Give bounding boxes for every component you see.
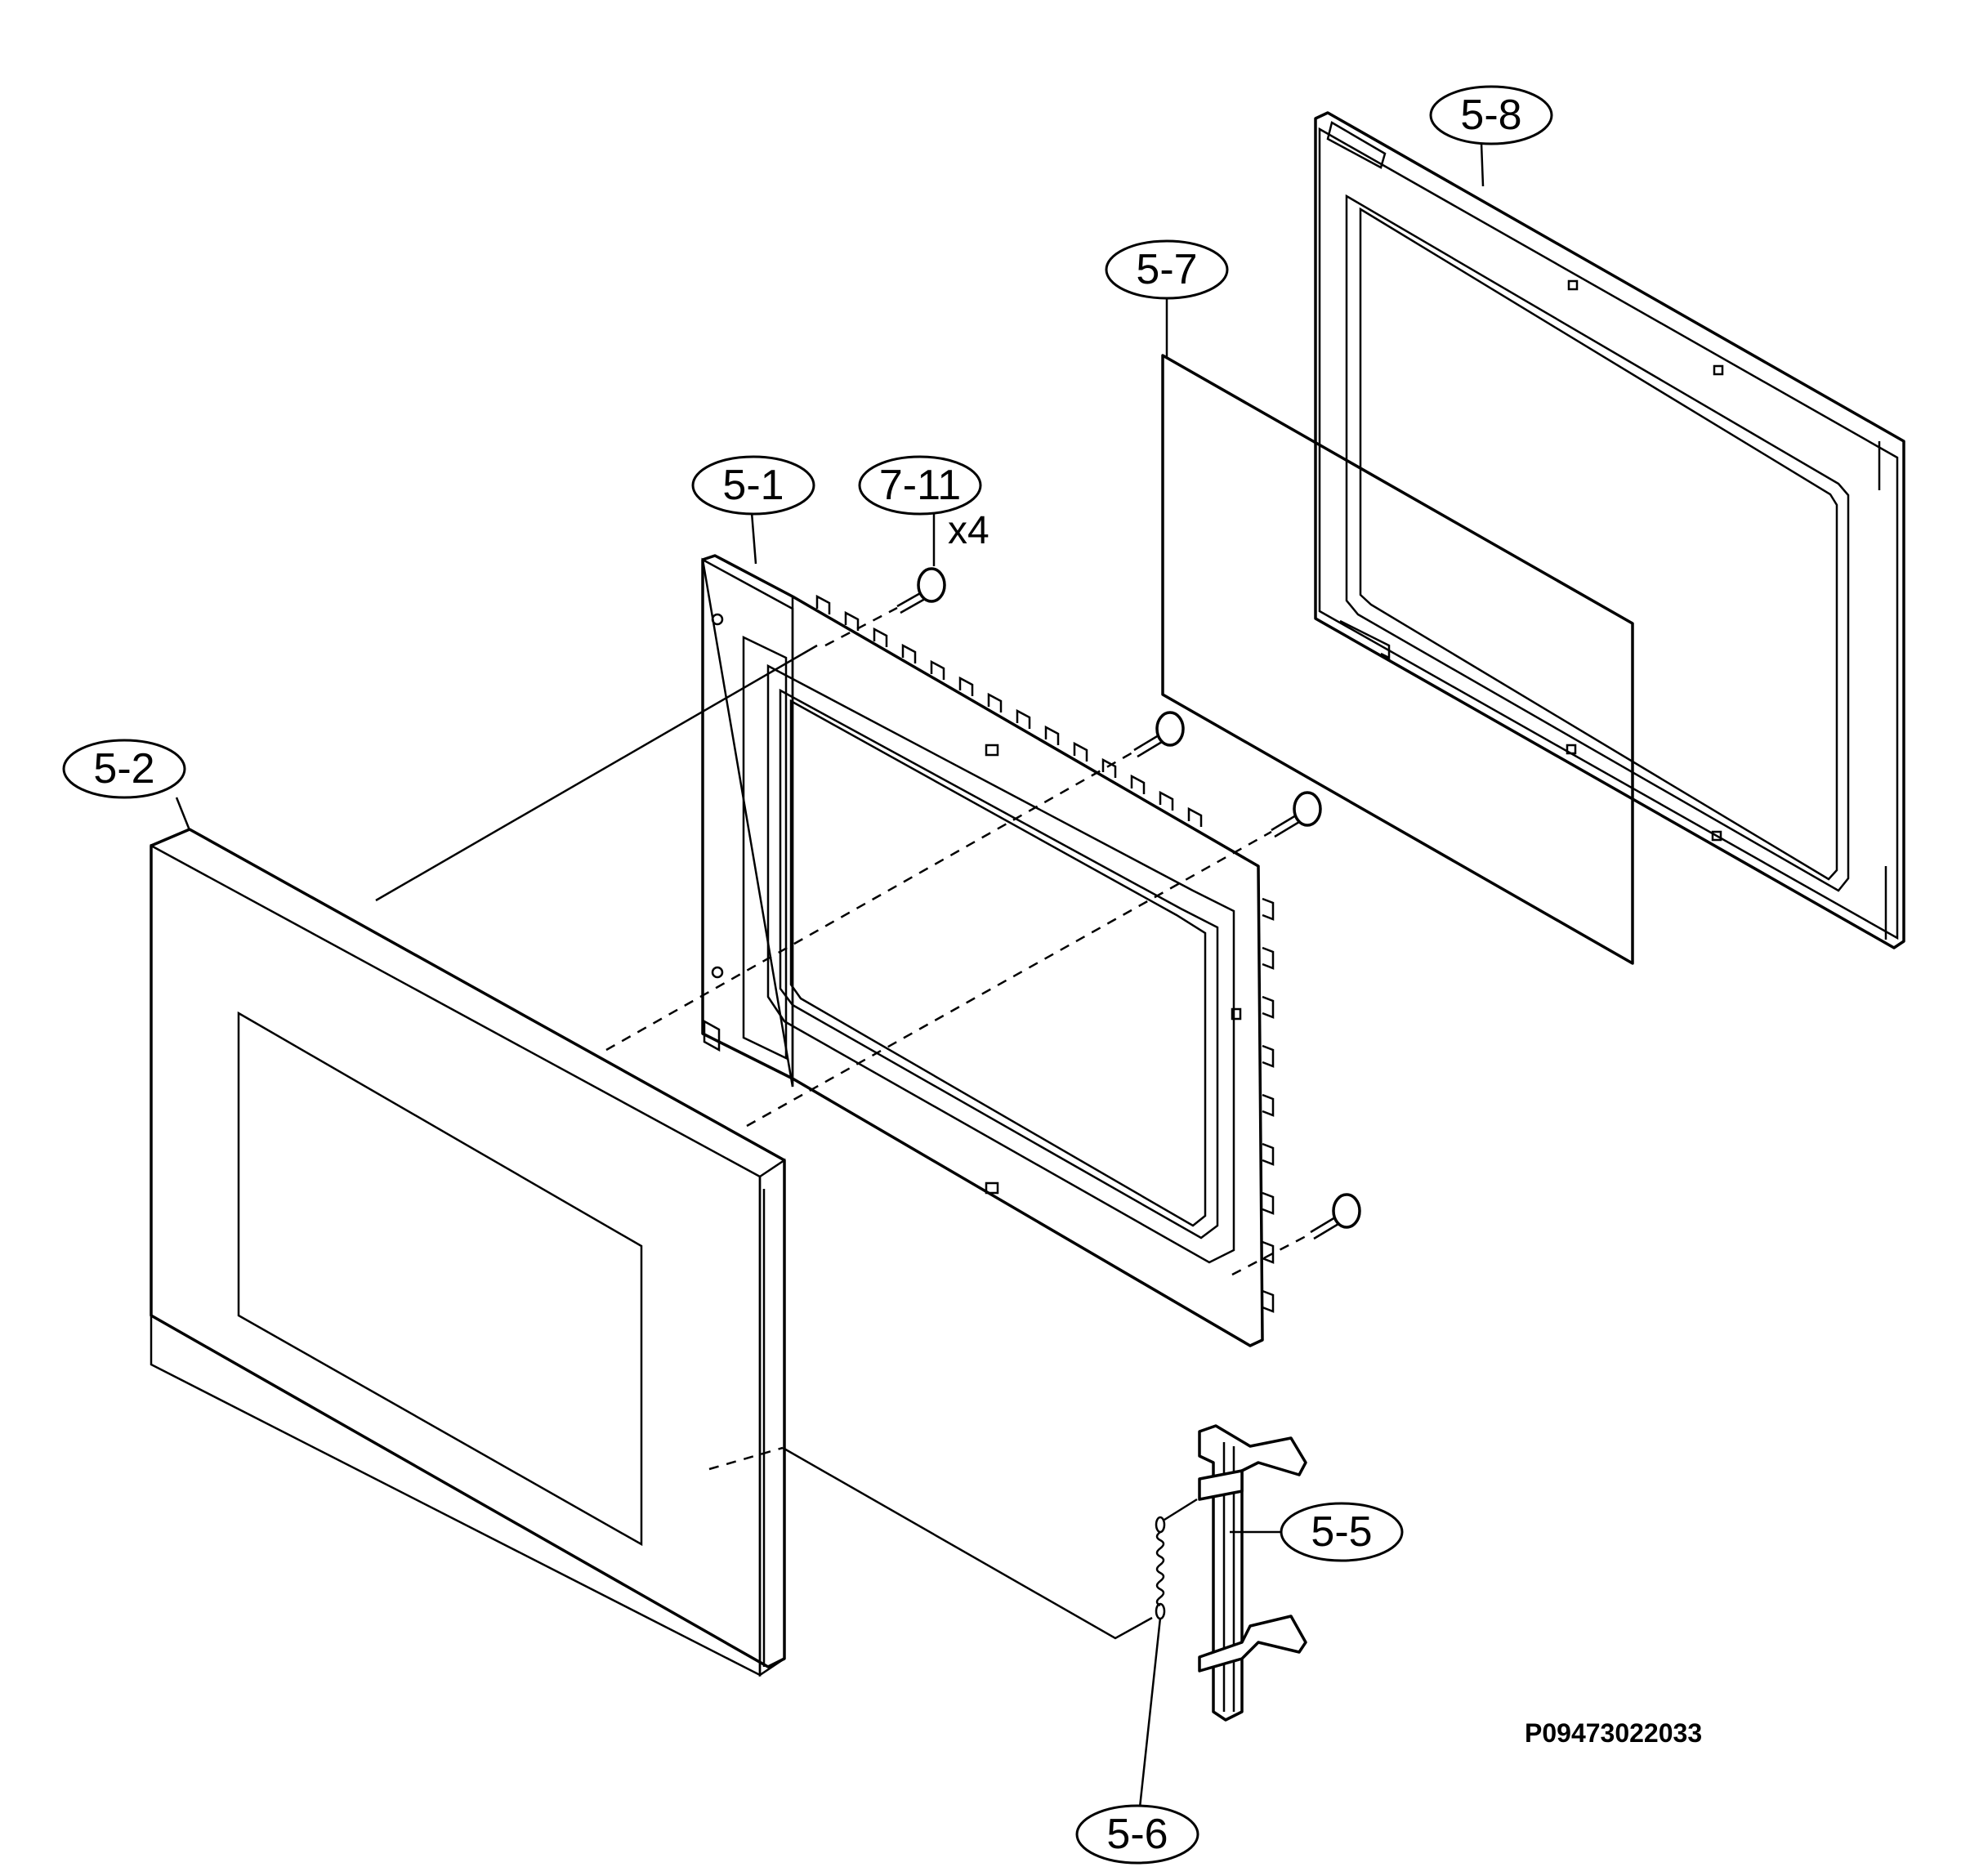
screw-7-11-b xyxy=(1133,711,1185,758)
part-5-2-door-panel xyxy=(150,828,786,1677)
callout-5-2: 5-2 xyxy=(62,739,186,799)
screw-7-11-d xyxy=(1310,1193,1361,1240)
part-5-5-latch xyxy=(1198,1424,1307,1722)
quantity-label-7-11: x4 xyxy=(948,509,989,552)
drawing-code: P09473022033 xyxy=(1525,1718,1702,1748)
callout-5-6-label: 5-6 xyxy=(1106,1811,1168,1858)
callout-5-5-label: 5-5 xyxy=(1311,1508,1372,1556)
part-5-6-spring xyxy=(1155,1498,1198,1620)
callout-5-1: 5-1 xyxy=(691,455,815,516)
callout-5-6: 5-6 xyxy=(1075,1804,1199,1865)
part-5-7-glass-plate xyxy=(1161,354,1634,965)
screw-7-11-a xyxy=(896,567,946,614)
callout-5-7: 5-7 xyxy=(1105,239,1229,300)
assembly-guide-lines xyxy=(375,606,1311,1640)
callout-5-8-label: 5-8 xyxy=(1460,92,1521,139)
callout-7-11-label: 7-11 xyxy=(879,462,961,509)
part-5-1-choke-frame xyxy=(701,554,1275,1347)
callout-5-1-label: 5-1 xyxy=(722,462,784,509)
callout-5-8: 5-8 xyxy=(1429,85,1553,145)
callout-leaders xyxy=(175,142,1485,1808)
callout-5-2-label: 5-2 xyxy=(93,745,154,793)
callout-5-7-label: 5-7 xyxy=(1136,246,1197,293)
callout-5-5: 5-5 xyxy=(1280,1502,1404,1562)
callout-7-11: 7-11 xyxy=(858,455,982,516)
part-5-8-door-frame xyxy=(1314,111,1905,949)
screw-7-11-c xyxy=(1271,791,1322,838)
